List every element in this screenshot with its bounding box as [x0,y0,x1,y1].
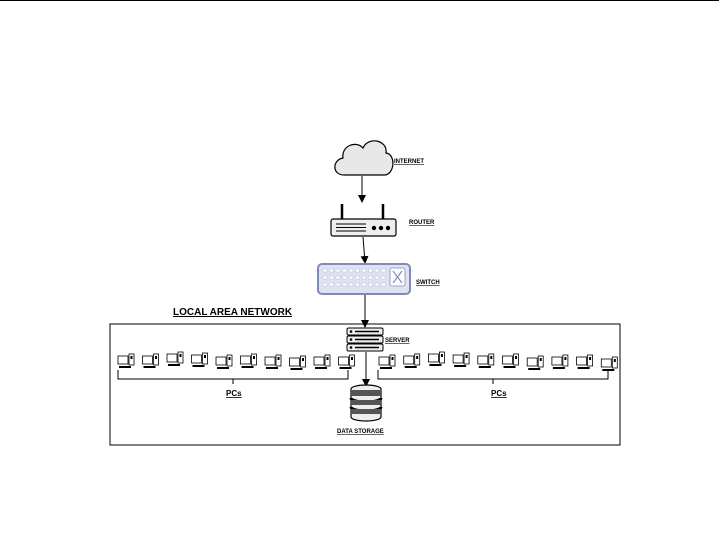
pc-left-5 [215,354,233,369]
pc-right-8 [551,354,569,369]
pc-left-4 [191,352,208,367]
pcs-right-label: PCs [491,389,507,398]
storage-label: DATA STORAGE [337,429,384,435]
pc-left-10 [338,354,355,369]
pc-left-2 [142,353,159,368]
database-icon [349,384,383,422]
server-rack-icon [346,327,384,352]
pc-right-1 [378,354,396,369]
server-label: SERVER [385,338,410,344]
pc-right-2 [403,353,421,368]
pc-right-9 [576,354,593,369]
pcs-left-label: PCs [226,389,242,398]
pc-right-10 [600,356,618,371]
pc-left-8 [289,355,306,370]
lan-title: LOCAL AREA NETWORK [173,307,293,318]
pc-right-7 [526,355,544,370]
router-icon [330,204,397,237]
switch-label: SWITCH [416,280,440,286]
pc-right-6 [502,353,519,368]
internet-label: INTERNET [394,159,424,165]
pc-right-5 [477,353,495,368]
router-label: ROUTER [409,220,435,226]
connector-router-switch [360,236,369,264]
pc-group-right [378,351,618,371]
pc-left-7 [264,354,282,369]
cloud-icon [334,140,394,176]
pc-right-4 [452,352,470,367]
switch-icon [317,263,411,295]
pc-left-9 [313,354,331,369]
top-rule [0,0,719,1]
brace-left [117,370,349,380]
pc-right-3 [427,351,445,366]
pc-group-left [117,351,355,370]
pc-left-1 [117,353,135,368]
brace-right [377,370,609,380]
lan-boundary [109,323,621,446]
pc-left-3 [166,351,184,366]
pc-left-6 [240,353,257,368]
